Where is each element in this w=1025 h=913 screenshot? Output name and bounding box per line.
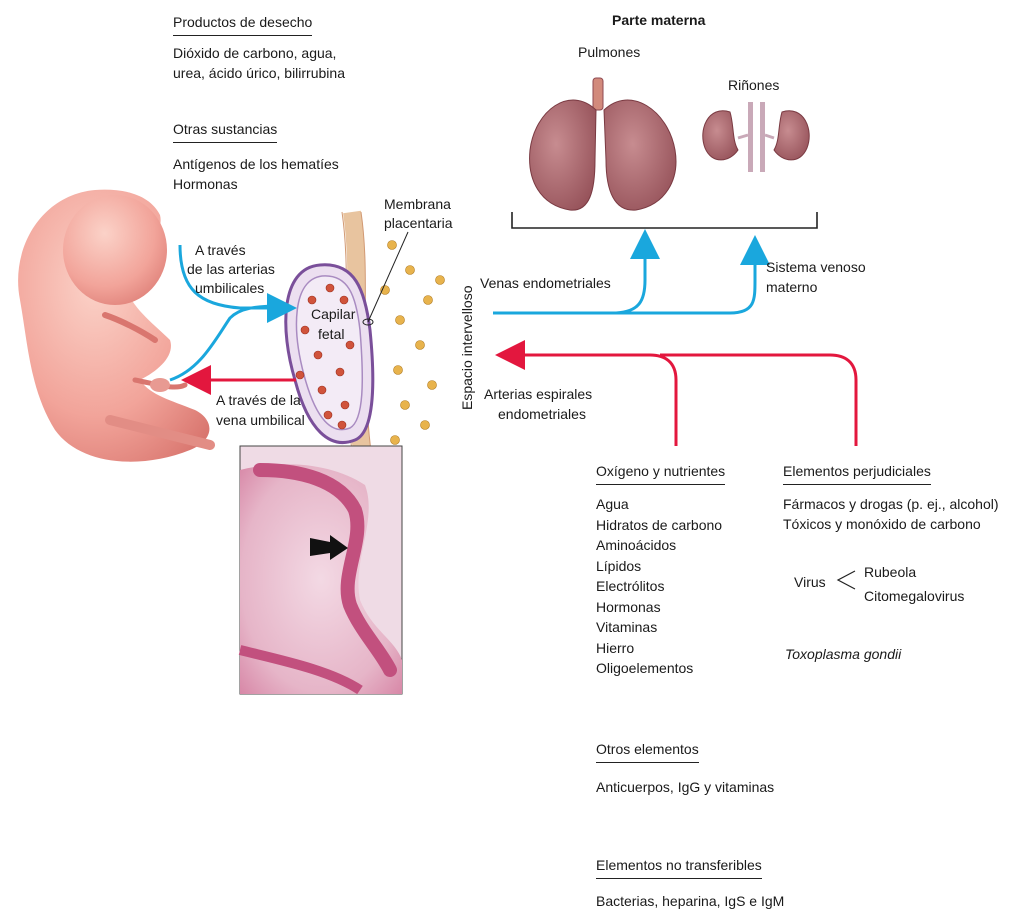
nutrient-item: Aminoácidos: [596, 535, 722, 556]
fetus-illustration: [18, 190, 210, 462]
umbilical-arteries-label-3: umbilicales: [195, 278, 264, 298]
venous-system-label-2: materno: [766, 277, 817, 297]
micrograph-image: [240, 446, 402, 694]
virus-item-1: Rubeola: [864, 562, 916, 582]
membrane-label-1: Membrana: [384, 194, 451, 214]
nutrients-title: Oxígeno y nutrientes: [596, 462, 725, 485]
other-line-2: Hormonas: [173, 174, 238, 194]
endometrial-veins-label: Venas endometriales: [480, 273, 611, 293]
harmful-title: Elementos perjudiciales: [783, 462, 931, 485]
umbilical-vein-label-1: A través de la: [216, 390, 301, 410]
nutrient-item: Electrólitos: [596, 576, 722, 597]
non-transferable-line-1: Bacterias, heparina, IgS e IgM: [596, 891, 784, 911]
umbilical-vein-label-2: vena umbilical: [216, 410, 305, 430]
umbilical-arteries-label-2: de las arterias: [187, 259, 275, 279]
membrane-label-2: placentaria: [384, 213, 453, 233]
maternal-title: Parte materna: [612, 10, 705, 30]
parasite-label: Toxoplasma gondii: [785, 644, 901, 664]
other-elements-title: Otros elementos: [596, 740, 699, 763]
harmful-line-2: Tóxicos y monóxido de carbono: [783, 514, 981, 534]
umbilical-arteries-label-1: A través: [195, 240, 246, 260]
nutrient-item: Hidratos de carbono: [596, 515, 722, 536]
spiral-arteries-label-1: Arterias espirales: [484, 384, 592, 404]
nutrient-item: Hierro: [596, 638, 722, 659]
nutrient-item: Lípidos: [596, 556, 722, 577]
virus-bracket: [838, 571, 855, 589]
waste-line-1: Dióxido de carbono, agua,: [173, 43, 336, 63]
nutrients-list: Agua Hidratos de carbono Aminoácidos Líp…: [596, 494, 722, 679]
venous-system-label-1: Sistema venoso: [766, 257, 866, 277]
waste-title: Productos de desecho: [173, 13, 312, 36]
nutrient-item: Hormonas: [596, 597, 722, 618]
harmful-line-1: Fármacos y drogas (p. ej., alcohol): [783, 494, 999, 514]
nutrient-item: Oligoelementos: [596, 658, 722, 679]
other-line-1: Antígenos de los hematíes: [173, 154, 339, 174]
capillary-label-2: fetal: [318, 324, 344, 344]
intervillous-space-label: Espacio intervelloso: [459, 285, 475, 410]
waste-line-2: urea, ácido úrico, bilirrubina: [173, 63, 345, 83]
kidneys-label: Riñones: [728, 75, 779, 95]
placenta-detail: [286, 212, 445, 452]
nutrient-item: Vitaminas: [596, 617, 722, 638]
other-title: Otras sustancias: [173, 120, 277, 143]
maternal-organs: [512, 78, 817, 228]
virus-item-2: Citomegalovirus: [864, 586, 964, 606]
lungs-label: Pulmones: [578, 42, 640, 62]
virus-label: Virus: [794, 572, 826, 592]
non-transferable-title: Elementos no transferibles: [596, 856, 762, 879]
nutrient-item: Agua: [596, 494, 722, 515]
other-elements-line-1: Anticuerpos, IgG y vitaminas: [596, 777, 774, 797]
spiral-arteries-label-2: endometriales: [498, 404, 586, 424]
capillary-label-1: Capilar: [311, 304, 355, 324]
